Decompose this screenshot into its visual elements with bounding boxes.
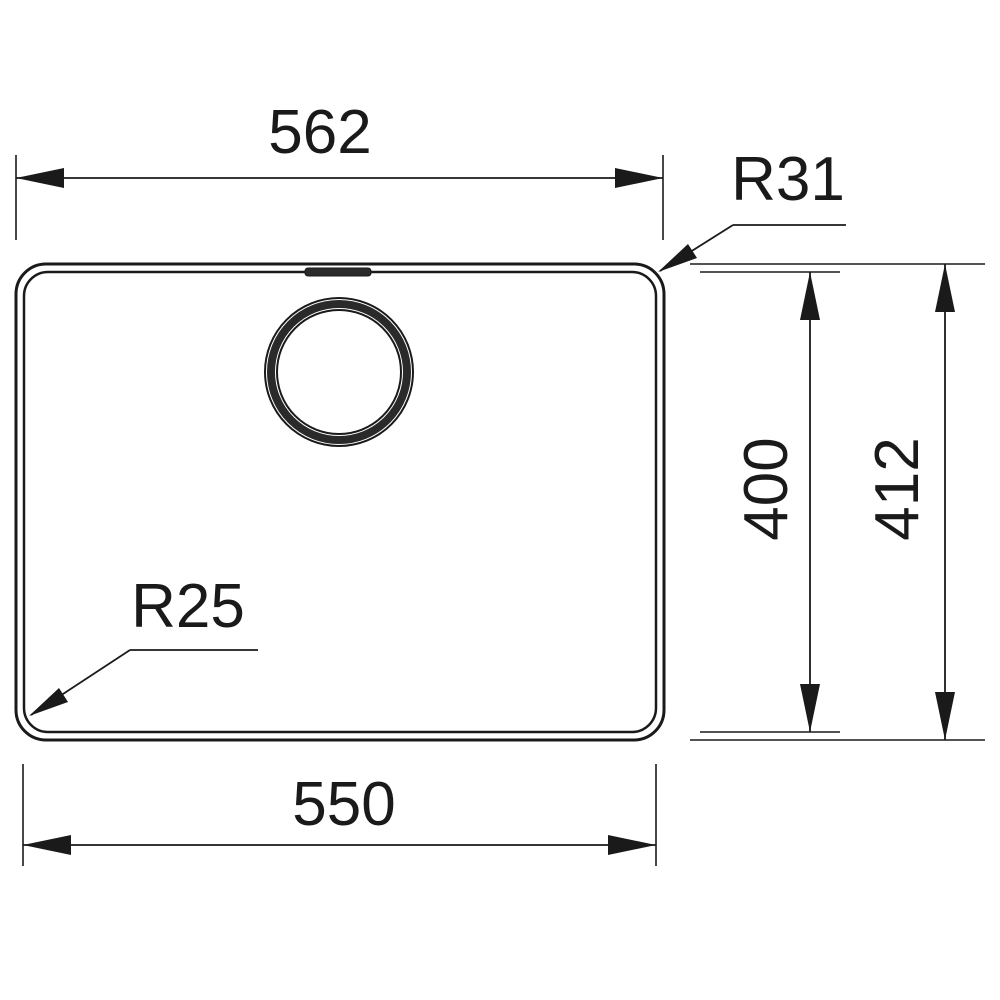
inner-radius-label: R25 <box>131 572 245 641</box>
sink-inner-bowl <box>22 270 658 734</box>
sink-outer-rim <box>14 262 666 742</box>
dimension-outer-height: 412 <box>690 263 985 741</box>
outer-width-label: 562 <box>268 98 371 167</box>
inner-height-label: 400 <box>732 437 801 540</box>
dimension-outer-radius: R31 <box>658 145 846 272</box>
overflow-slot <box>304 267 372 277</box>
drain <box>264 297 414 447</box>
dimension-outer-width: 562 <box>15 98 664 240</box>
dimension-inner-width: 550 <box>22 764 657 866</box>
outer-height-label: 412 <box>863 437 932 540</box>
inner-width-label: 550 <box>292 770 395 839</box>
dimension-inner-radius: R25 <box>29 572 258 716</box>
dimension-inner-height: 400 <box>700 271 840 733</box>
outer-radius-label: R31 <box>731 145 845 214</box>
